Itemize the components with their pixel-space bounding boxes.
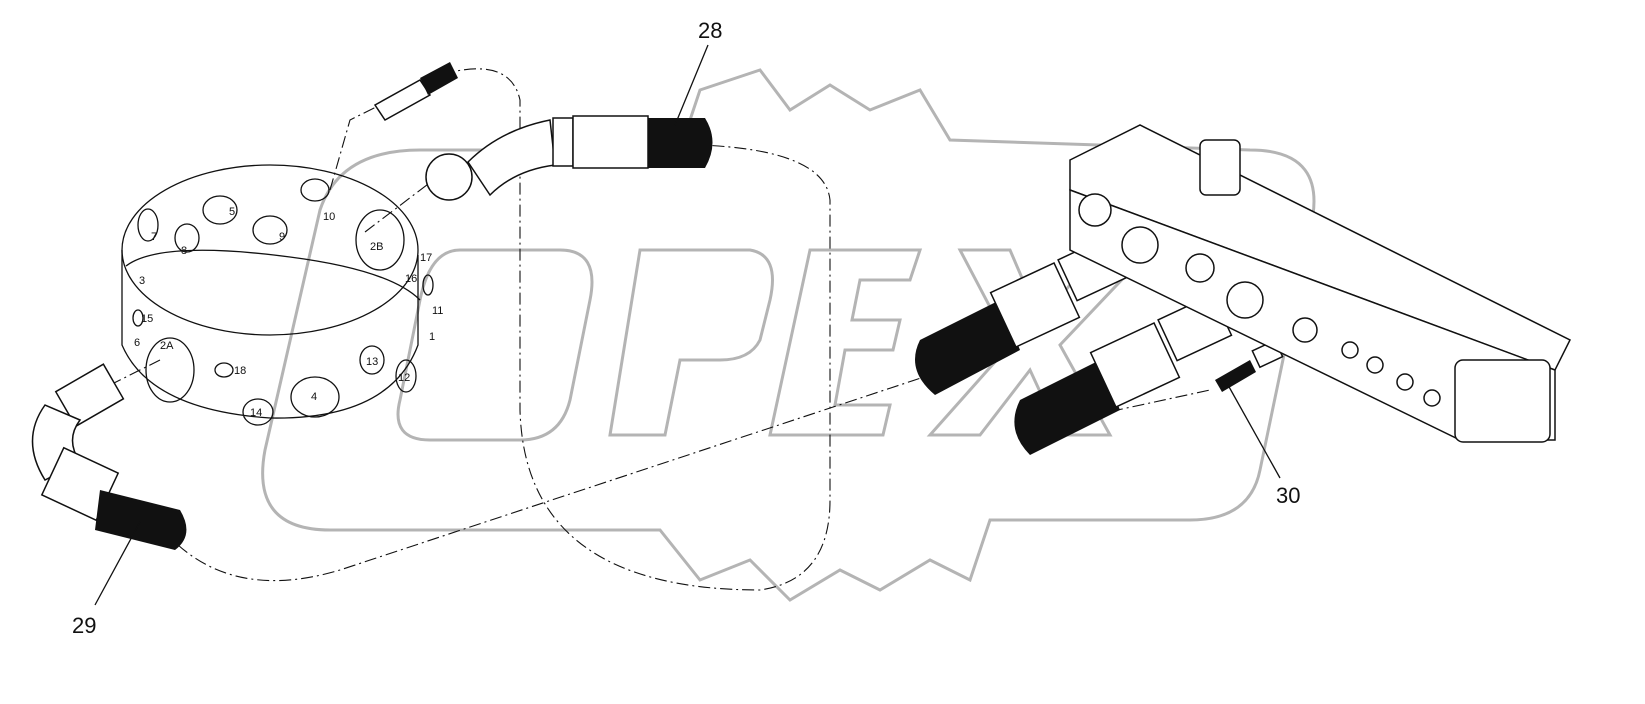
port-label: 2B <box>370 241 383 253</box>
callout-28: 28 <box>698 18 722 43</box>
port-label: 16 <box>405 273 417 285</box>
port-label: 5 <box>229 206 235 218</box>
port-label: 14 <box>250 407 262 419</box>
port-label: 10 <box>323 211 335 223</box>
port-label: 2A <box>160 340 174 352</box>
hose-29 <box>31 363 187 550</box>
port-label: 15 <box>141 313 153 325</box>
port-label: 3 <box>139 275 145 287</box>
ring-port-labels: 2A 2B 3 4 5 6 7 8 9 10 11 12 13 14 15 16… <box>134 206 443 419</box>
port-label: 18 <box>234 365 246 377</box>
port-label: 12 <box>398 372 410 384</box>
port-label: 8 <box>181 245 187 257</box>
leader-29 <box>94 521 141 606</box>
hose-28 <box>425 115 713 201</box>
port-label: 4 <box>311 391 317 403</box>
ring-manifold <box>121 164 421 419</box>
port-label: 9 <box>279 231 285 243</box>
port-label: 13 <box>366 356 378 368</box>
leader-28 <box>674 44 709 126</box>
port-label: 11 <box>432 305 443 317</box>
callout-29: 29 <box>72 613 96 638</box>
leader-30 <box>1227 384 1281 479</box>
port-label: 17 <box>420 252 432 264</box>
manifold-block <box>1069 124 1572 443</box>
adapter-fitting <box>373 62 458 121</box>
callout-30: 30 <box>1276 483 1300 508</box>
ring-port-holes <box>132 178 434 426</box>
port-label: 1 <box>429 331 435 343</box>
port-label: 6 <box>134 337 140 349</box>
port-label: 7 <box>151 231 157 243</box>
